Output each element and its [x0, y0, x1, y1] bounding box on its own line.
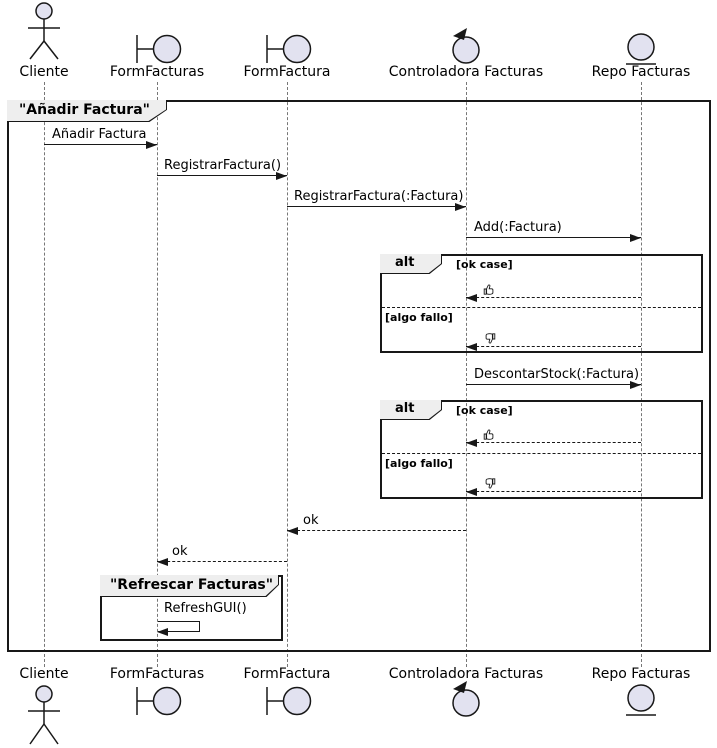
alt-fragment-2: alt [ok case] [algo fallo]	[380, 400, 703, 499]
control-icon	[452, 28, 480, 64]
message-ok-1-line	[287, 530, 466, 531]
guard-algo-fallo: [algo fallo]	[385, 457, 453, 470]
alt-operator: alt	[380, 254, 441, 273]
actor-icon	[28, 685, 60, 745]
frame-refrescar-facturas-title: "Refrescar Facturas"	[100, 575, 278, 596]
alt-fragment-2-tab: alt	[380, 400, 442, 420]
participant-label-formfactura-bottom: FormFactura	[243, 666, 331, 682]
message-ok-2: ok	[172, 544, 188, 559]
guard-ok-case: [ok case]	[456, 258, 513, 271]
lifeline-formfacturas	[157, 82, 158, 667]
participant-label-controladora: Controladora Facturas	[388, 64, 544, 80]
boundary-icon	[266, 34, 312, 64]
arrowhead-left	[466, 343, 477, 351]
entity-icon	[626, 33, 656, 65]
thumbs-down-icon	[485, 333, 496, 344]
message-refresh-gui: RefreshGUI()	[164, 601, 247, 616]
frame-anadir-factura: "Añadir Factura"	[7, 100, 711, 652]
participant-label-formfacturas-bottom: FormFacturas	[109, 666, 205, 682]
thumbs-up-icon	[483, 429, 494, 440]
message-ok-1: ok	[303, 513, 319, 528]
message-anadir-factura: Añadir Factura	[52, 127, 147, 142]
message-anadir-factura-line	[44, 144, 157, 145]
frame-refrescar-facturas: "Refrescar Facturas"	[100, 575, 283, 641]
frame-anadir-factura-title: "Añadir Factura"	[7, 100, 166, 121]
message-descontar-stock-line	[466, 384, 641, 385]
arrowhead-left	[157, 628, 168, 636]
entity-icon	[626, 684, 656, 716]
self-message-top-line	[158, 621, 200, 622]
return-fail-line	[466, 346, 641, 347]
actor-icon	[28, 2, 60, 60]
thumbs-up-icon	[483, 284, 494, 295]
alt-fragment-1-tab: alt	[380, 254, 442, 274]
lifeline-controladora-facturas	[466, 82, 467, 667]
message-registrar-factura-param: RegistrarFactura(:Factura)	[294, 189, 464, 204]
message-add-factura: Add(:Factura)	[474, 220, 562, 235]
arrowhead-right	[276, 172, 287, 180]
guard-algo-fallo: [algo fallo]	[385, 311, 453, 324]
participant-label-controladora-bottom: Controladora Facturas	[388, 666, 544, 682]
alt-fragment-1: alt [ok case] [algo fallo]	[380, 254, 703, 353]
alt-divider	[382, 453, 701, 454]
alt-divider	[382, 307, 701, 308]
frame-refrescar-facturas-tab: "Refrescar Facturas"	[100, 575, 279, 597]
arrowhead-left	[157, 558, 168, 566]
participant-label-repo-bottom: Repo Facturas	[591, 666, 691, 682]
participant-label-formfactura: FormFactura	[243, 64, 331, 80]
message-add-factura-line	[466, 237, 641, 238]
return-fail-line	[466, 491, 641, 492]
return-ok-line	[466, 297, 641, 298]
message-registrar-factura-line	[157, 175, 287, 176]
frame-anadir-factura-tab: "Añadir Factura"	[7, 100, 167, 122]
arrowhead-left	[466, 488, 477, 496]
arrowhead-right	[146, 141, 157, 149]
return-ok-line	[466, 442, 641, 443]
lifeline-repo-facturas	[641, 82, 642, 667]
self-message-right-line	[199, 621, 200, 632]
participant-label-cliente-bottom: Cliente	[19, 666, 69, 682]
thumbs-down-icon	[485, 478, 496, 489]
boundary-icon	[136, 686, 182, 716]
boundary-icon	[136, 34, 182, 64]
message-registrar-factura-param-line	[287, 206, 466, 207]
control-icon	[452, 681, 480, 717]
message-registrar-factura: RegistrarFactura()	[164, 158, 282, 173]
boundary-icon	[266, 686, 312, 716]
lifeline-cliente	[44, 82, 45, 667]
participant-label-repo: Repo Facturas	[591, 64, 691, 80]
message-descontar-stock: DescontarStock(:Factura)	[474, 367, 640, 382]
arrowhead-right	[630, 234, 641, 242]
message-ok-2-line	[157, 561, 287, 562]
self-message-bottom-line	[158, 631, 200, 632]
arrowhead-left	[466, 439, 477, 447]
participant-label-formfacturas: FormFacturas	[109, 64, 205, 80]
arrowhead-right	[630, 381, 641, 389]
alt-operator: alt	[380, 400, 441, 419]
arrowhead-left	[287, 527, 298, 535]
guard-ok-case: [ok case]	[456, 404, 513, 417]
arrowhead-left	[466, 294, 477, 302]
lifeline-formfactura	[287, 82, 288, 667]
arrowhead-right	[455, 203, 466, 211]
participant-label-cliente: Cliente	[19, 64, 69, 80]
